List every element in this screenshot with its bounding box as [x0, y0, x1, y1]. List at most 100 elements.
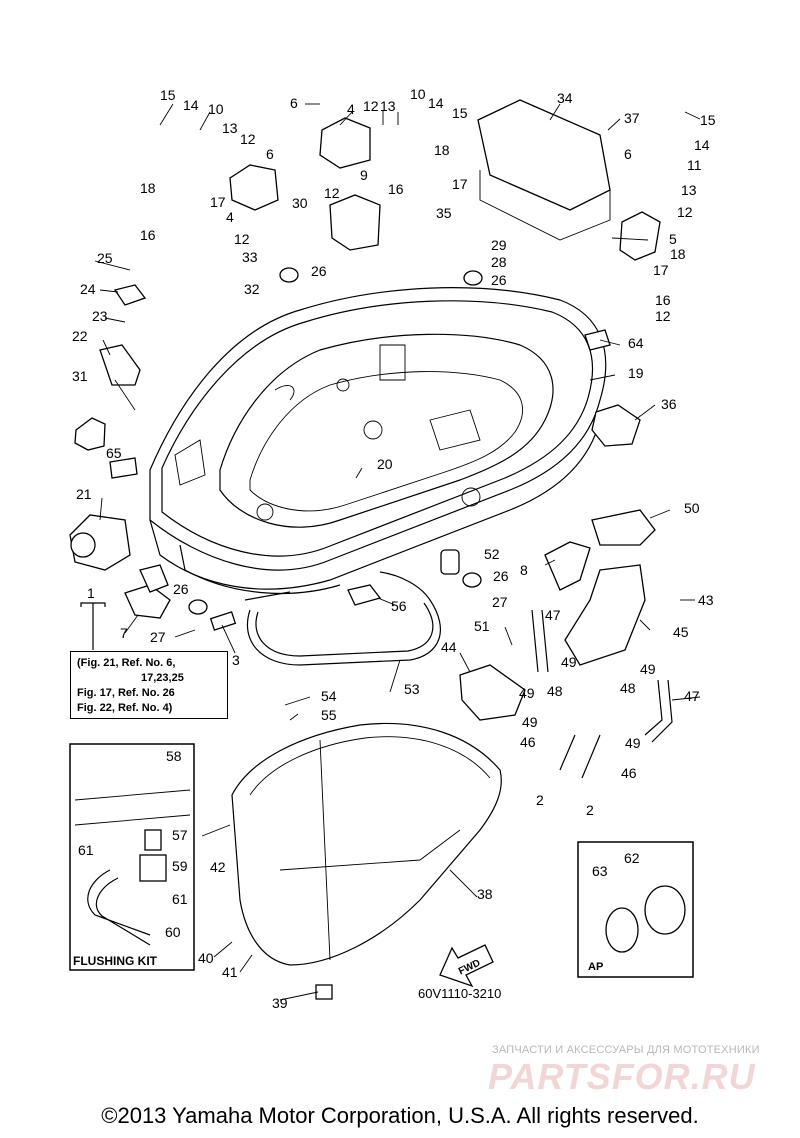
callout-number: 46 [621, 765, 637, 781]
callout-number: 14 [183, 97, 199, 113]
callout-number: 21 [76, 486, 92, 502]
callout-number: 59 [172, 858, 188, 874]
callout-number: 35 [436, 205, 452, 221]
callout-number: 12 [363, 98, 379, 114]
callout-number: 31 [72, 368, 88, 384]
callout-number: 64 [628, 335, 644, 351]
reference-note-line: Fig. 22, Ref. No. 4) [77, 702, 173, 714]
callout-number: 26 [311, 263, 327, 279]
callout-number: 30 [292, 195, 308, 211]
copyright-footer: ©2013 Yamaha Motor Corporation, U.S.A. A… [101, 1103, 699, 1128]
callout-number: 47 [545, 607, 561, 623]
callout-number: 49 [640, 661, 656, 677]
callout-number: 7 [120, 625, 128, 641]
callout-number: 37 [624, 110, 640, 126]
callout-number: 36 [661, 396, 677, 412]
callout-number: 13 [222, 120, 238, 136]
leader-lines [94, 103, 701, 1001]
callout-number: 14 [428, 95, 444, 111]
callout-number: 6 [290, 95, 298, 111]
ap-box [577, 841, 694, 978]
callout-number: 12 [324, 185, 340, 201]
callout-number: 56 [391, 598, 407, 614]
callout-number: 23 [92, 308, 108, 324]
callout-number: 55 [321, 707, 337, 723]
callout-number: 6 [266, 146, 274, 162]
callout-number: 42 [210, 859, 226, 875]
callout-number: 38 [477, 886, 493, 902]
callout-number: 50 [684, 500, 700, 516]
callout-number: 20 [377, 456, 393, 472]
callout-number: 12 [655, 308, 671, 324]
callout-number: 19 [628, 365, 644, 381]
callout-number: 25 [97, 250, 113, 266]
callout-number: 1 [87, 585, 95, 601]
callout-number: 27 [492, 594, 508, 610]
lower-cover-38 [231, 722, 502, 966]
callout-number: 48 [547, 683, 563, 699]
ap-title: AP [588, 961, 604, 973]
callout-number: 10 [208, 101, 224, 117]
callout-number: 17 [653, 262, 669, 278]
callout-number: 15 [700, 112, 716, 128]
drawing-number: 60V1110-3210 [418, 986, 502, 1001]
callout-number: 51 [474, 618, 490, 634]
callout-number: 2 [536, 792, 544, 808]
callout-number: 16 [140, 227, 156, 243]
callout-number: 18 [670, 246, 686, 262]
callout-number: 44 [441, 639, 457, 655]
callout-number: 18 [434, 142, 450, 158]
callout-number: 9 [360, 167, 368, 183]
callout-number: 28 [491, 254, 507, 270]
callout-number: 12 [234, 231, 250, 247]
callout-number: 48 [620, 680, 636, 696]
callout-number: 26 [491, 272, 507, 288]
callout-number: 17 [210, 194, 226, 210]
callout-number: 32 [244, 281, 260, 297]
watermark-caption: ЗАПЧАСТИ И АКСЕССУАРЫ ДЛЯ МОТОТЕХНИКИ [492, 1044, 760, 1056]
reference-note-line: Fig. 17, Ref. No. 26 [77, 687, 175, 699]
callout-number: 39 [272, 995, 288, 1011]
callout-number: 57 [172, 827, 188, 843]
callout-number: 58 [166, 748, 182, 764]
watermark-logo: PARTSFOR.RU [488, 1056, 756, 1097]
callout-number: 3 [232, 652, 240, 668]
callout-number: 5 [669, 231, 677, 247]
callout-number: 46 [520, 734, 536, 750]
callout-number: 16 [388, 181, 404, 197]
callout-number: 43 [698, 592, 714, 608]
callout-number: 54 [321, 688, 337, 704]
callout-number: 29 [491, 237, 507, 253]
callout-number: 14 [694, 137, 710, 153]
seal-53 [209, 571, 441, 666]
callout-number: 8 [520, 562, 528, 578]
callout-number: 41 [222, 964, 238, 980]
fwd-arrow: FWD [439, 944, 494, 988]
callout-number: 33 [242, 249, 258, 265]
callout-number: 13 [681, 182, 697, 198]
callout-number: 65 [106, 445, 122, 461]
callout-number: 26 [493, 568, 509, 584]
callout-number: 4 [347, 101, 355, 117]
callout-number: 49 [522, 714, 538, 730]
callout-number: 60 [165, 924, 181, 940]
callout-number: 24 [80, 281, 96, 297]
callout-number: 15 [452, 105, 468, 121]
bottom-cowling-tray [149, 287, 607, 595]
callout-number: 22 [72, 328, 88, 344]
callout-number: 26 [173, 581, 189, 597]
callout-number: 11 [687, 157, 702, 173]
callout-number: 27 [150, 629, 166, 645]
callout-number: 53 [404, 681, 420, 697]
ref-bracket [80, 602, 106, 650]
callout-number: 13 [380, 98, 396, 114]
callout-number: 34 [557, 90, 573, 106]
callout-number: 49 [519, 685, 535, 701]
reference-note-line: (Fig. 21, Ref. No. 6, [77, 657, 176, 669]
callout-number: 52 [484, 546, 500, 562]
callout-number: 18 [140, 180, 156, 196]
callout-number: 45 [673, 624, 689, 640]
callout-number: 49 [561, 654, 577, 670]
callout-number: 4 [226, 209, 234, 225]
